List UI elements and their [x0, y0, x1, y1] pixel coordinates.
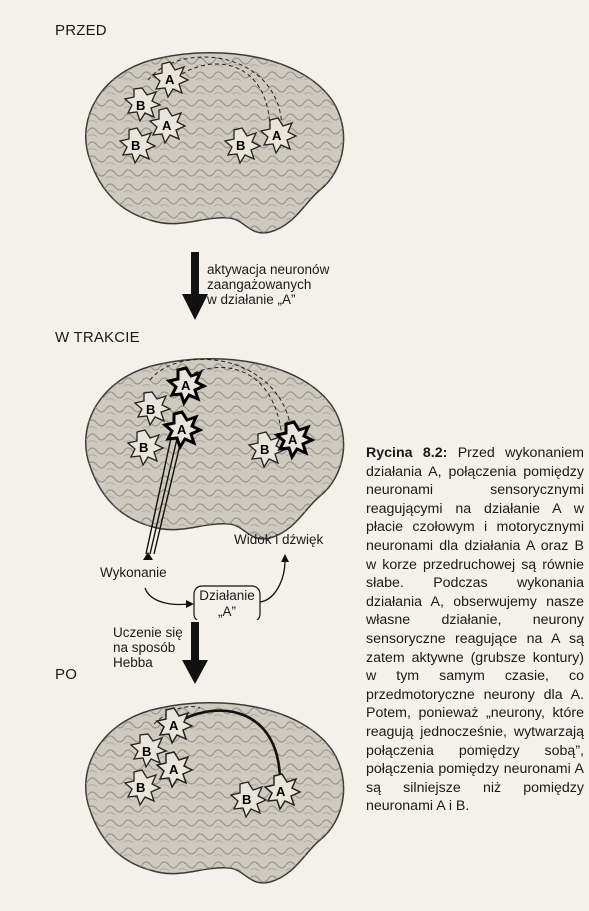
- action-a-box: Działanie „A”: [194, 588, 260, 620]
- caption-body: Przed wykonaniem działania A, połączenia…: [366, 445, 584, 814]
- neuron-label-a: A: [288, 432, 298, 447]
- neuron-label-b: B: [131, 138, 140, 153]
- neuron-label-b: B: [136, 780, 145, 795]
- neuron-label-a: A: [272, 128, 282, 143]
- neuron-label-a: A: [169, 762, 179, 777]
- brain-before-illustration: A B A B B A: [70, 40, 350, 250]
- stage-label-before: PRZED: [55, 22, 107, 39]
- figure-caption: Rycina 8.2: Przed wykonaniem działania A…: [366, 444, 584, 816]
- caption-lead: Rycina 8.2:: [366, 445, 447, 461]
- execution-label: Wykonanie: [100, 565, 167, 580]
- brain-during-illustration: A B A B B A: [70, 346, 350, 556]
- stage-label-after: PO: [55, 666, 77, 683]
- neuron-label-a: A: [165, 72, 175, 87]
- neuron-label-b: B: [146, 402, 155, 417]
- neuron-label-b: B: [142, 744, 151, 759]
- activation-arrow: [180, 252, 210, 322]
- stage-label-during: W TRAKCIE: [55, 329, 140, 346]
- hebb-arrow: [180, 622, 210, 686]
- brain-after-illustration: A B A B B A: [70, 690, 350, 900]
- neuron-label-b: B: [236, 138, 245, 153]
- neuron-label-b: B: [242, 792, 251, 807]
- neuron-label-b: B: [260, 442, 269, 457]
- neuron-label-a: A: [169, 718, 179, 733]
- neuron-label-b: B: [139, 440, 148, 455]
- neuron-label-a: A: [276, 784, 286, 799]
- neuron-label-a: A: [162, 118, 172, 133]
- activation-arrow-caption: aktywacja neuronów zaangażowanych w dzia…: [207, 262, 329, 307]
- neuron-label-a: A: [181, 378, 191, 393]
- neuron-label-b: B: [136, 98, 145, 113]
- neuron-label-a: A: [177, 422, 187, 437]
- hebb-arrow-caption: Uczenie się na sposób Hebba: [113, 625, 183, 670]
- sight-sound-label: Widok i dźwięk: [234, 532, 323, 547]
